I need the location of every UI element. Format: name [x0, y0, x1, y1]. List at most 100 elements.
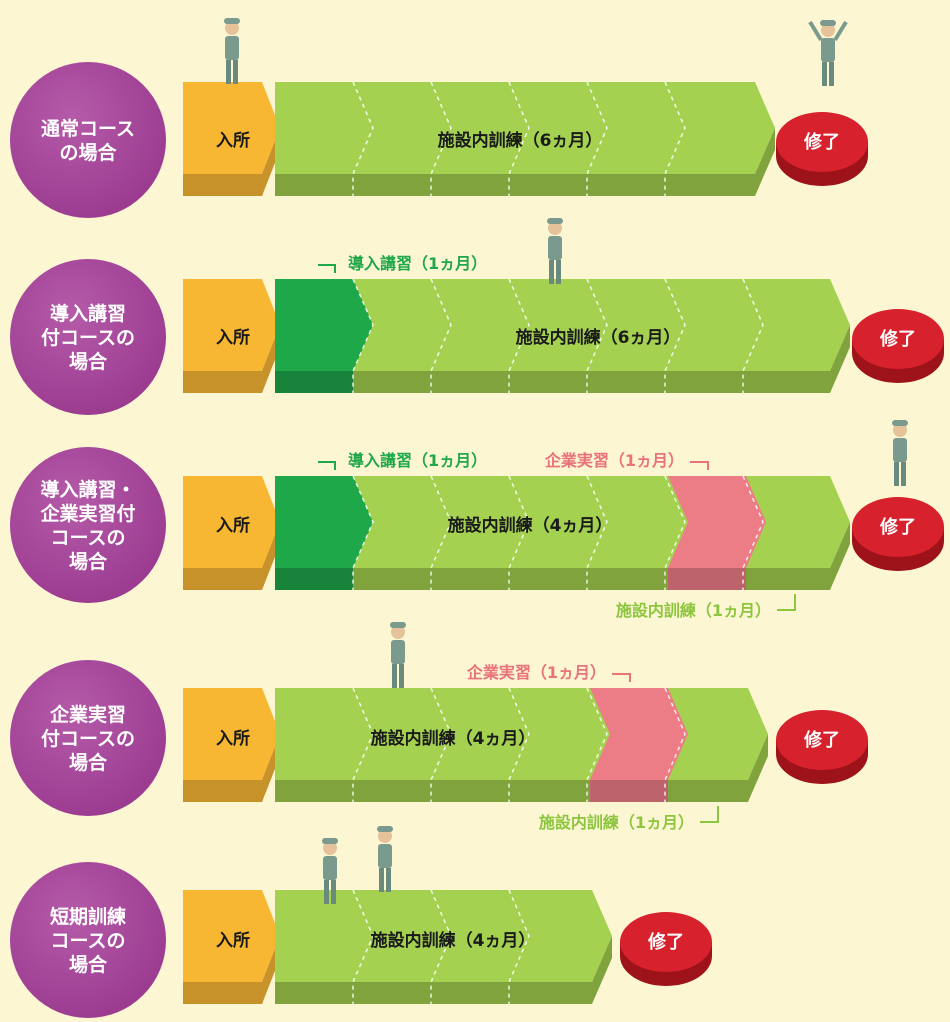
internship-bracket	[612, 673, 631, 682]
course-label-line: 場合	[69, 953, 108, 976]
entry-block	[183, 688, 280, 780]
segment-divider	[586, 278, 608, 393]
segment-divider	[352, 81, 374, 196]
person-talking-icon	[377, 826, 393, 892]
segment-divider	[742, 278, 764, 393]
training-bar	[275, 279, 850, 371]
entry-block	[183, 279, 280, 371]
extra-training-bracket	[700, 806, 719, 823]
person-cheering-icon	[808, 20, 848, 86]
segment-divider	[352, 278, 374, 393]
extra-training-bracket	[777, 594, 796, 611]
course-label-line: 導入講習	[50, 302, 126, 325]
training-bar	[275, 890, 612, 982]
segment-divider	[352, 687, 374, 802]
segment-divider	[664, 278, 686, 393]
person-standing-icon	[224, 18, 240, 84]
orientation-block	[275, 279, 373, 371]
done-disc-top	[776, 112, 868, 172]
internship-note: 企業実習（1ヵ月）	[544, 451, 684, 470]
orientation-block	[275, 476, 373, 568]
segment-divider	[664, 81, 686, 196]
segment-divider	[508, 687, 530, 802]
done-label: 修了	[803, 729, 840, 751]
segment-divider	[430, 81, 452, 196]
segment-divider	[508, 81, 530, 196]
internship-block-depth	[668, 568, 746, 590]
orientation-block-depth	[275, 568, 353, 590]
entry-label: 入所	[216, 131, 250, 151]
entry-label: 入所	[216, 729, 250, 749]
entry-label: 入所	[216, 516, 250, 536]
course-label-line: コースの	[50, 930, 125, 952]
person-arms-crossed-icon	[390, 622, 406, 688]
training-bar-depth	[275, 128, 775, 196]
entry-block	[183, 476, 280, 568]
course-label-line: 短期訓練	[50, 905, 126, 928]
done-label: 修了	[879, 516, 916, 538]
orientation-bracket	[318, 264, 336, 273]
course-row-4: 企業実習付コースの場合入所企業実習（1ヵ月）施設内訓練（1ヵ月）施設内訓練（4ヵ…	[10, 622, 868, 832]
person-running-icon	[547, 218, 563, 284]
course-row-5: 短期訓練コースの場合入所施設内訓練（4ヵ月）修了	[10, 826, 712, 1018]
course-label-line: 企業実習付	[39, 502, 135, 525]
done-disc-top	[852, 497, 944, 557]
course-label-line: 場合	[69, 350, 108, 373]
course-label-line: 場合	[69, 751, 108, 774]
extra-training-note: 施設内訓練（1ヵ月）	[616, 601, 771, 620]
entry-block-depth	[183, 734, 280, 802]
segment-divider	[586, 687, 608, 802]
segment-divider	[664, 687, 686, 802]
done-disc-top	[776, 710, 868, 770]
entry-block	[183, 82, 280, 174]
course-circle	[10, 62, 166, 218]
course-label-line: 付コースの	[41, 326, 135, 349]
course-circle	[10, 660, 166, 816]
entry-block	[183, 890, 280, 982]
training-bar	[275, 82, 775, 174]
entry-block-depth	[183, 936, 280, 1004]
done-label: 修了	[803, 131, 840, 153]
entry-label: 入所	[216, 328, 250, 348]
segment-divider	[430, 278, 452, 393]
internship-bracket	[690, 461, 709, 470]
orientation-note: 導入講習（1ヵ月）	[348, 451, 487, 470]
internship-block	[590, 688, 688, 780]
person-briefcase-icon	[892, 420, 908, 486]
entry-block-depth	[183, 522, 280, 590]
training-label: 施設内訓練（4ヵ月）	[371, 930, 536, 951]
segment-divider	[430, 687, 452, 802]
training-label: 施設内訓練（4ヵ月）	[371, 728, 536, 749]
course-label-line: 通常コース	[41, 117, 135, 140]
course-label-line: コースの	[50, 527, 125, 549]
course-label-line: 付コースの	[41, 727, 135, 750]
entry-block-depth	[183, 128, 280, 196]
course-row-1: 通常コースの場合入所施設内訓練（6ヵ月）修了	[10, 18, 868, 218]
course-label-line: 企業実習	[49, 703, 126, 726]
internship-block	[668, 476, 766, 568]
done-label: 修了	[879, 328, 916, 350]
course-label-line: 場合	[69, 550, 108, 573]
training-bar-depth	[275, 936, 612, 1004]
course-label-line: の場合	[59, 141, 117, 164]
segment-divider	[508, 475, 530, 590]
segment-divider	[352, 889, 374, 1004]
training-label: 施設内訓練（6ヵ月）	[516, 327, 681, 348]
segment-divider	[742, 475, 764, 590]
segment-divider	[352, 475, 374, 590]
training-bar-depth	[275, 325, 850, 393]
segment-divider	[664, 475, 686, 590]
segment-divider	[430, 889, 452, 1004]
segment-divider	[586, 475, 608, 590]
course-circle	[10, 259, 166, 415]
course-label-line: 導入講習・	[40, 478, 135, 501]
segment-divider	[508, 889, 530, 1004]
entry-block-depth	[183, 325, 280, 393]
segment-divider	[586, 81, 608, 196]
orientation-note: 導入講習（1ヵ月）	[348, 254, 487, 273]
course-circle	[10, 447, 166, 603]
